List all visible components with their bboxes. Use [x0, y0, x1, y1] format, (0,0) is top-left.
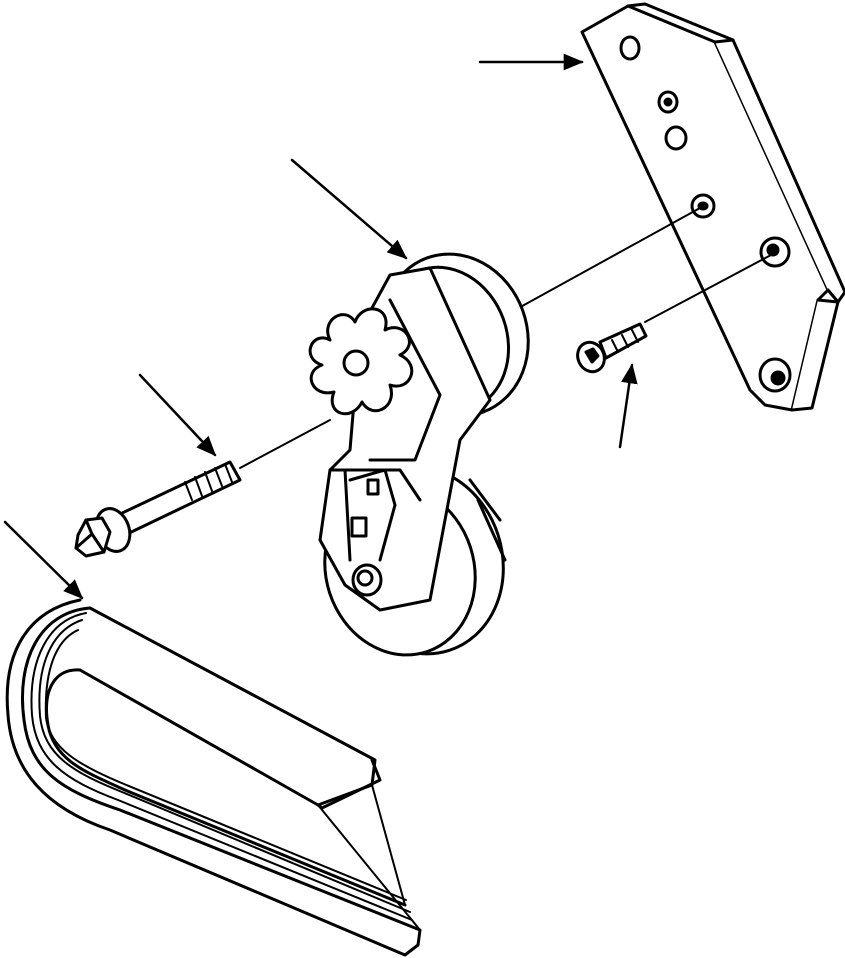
assembly-centerlines — [239, 207, 772, 469]
leader-arrow-belt — [3, 520, 84, 600]
leader-arrow-tensioner — [290, 158, 408, 260]
mounting-bracket — [580, 2, 845, 412]
belt-tensioner-assembly — [308, 252, 530, 657]
socket-head-capscrew — [576, 322, 648, 374]
bracket-hole — [664, 125, 688, 151]
bracket-hole — [657, 90, 679, 114]
leader-arrows — [3, 53, 638, 600]
leader-arrow-bolt — [138, 373, 217, 457]
leader-arrow-capscrew — [618, 363, 638, 449]
flange-bolt — [74, 460, 242, 558]
bracket-hole — [758, 357, 792, 393]
bracket-hole — [759, 236, 791, 268]
serpentine-belt — [5, 598, 422, 957]
bracket-hole — [619, 35, 641, 61]
bracket-hole — [690, 193, 716, 219]
